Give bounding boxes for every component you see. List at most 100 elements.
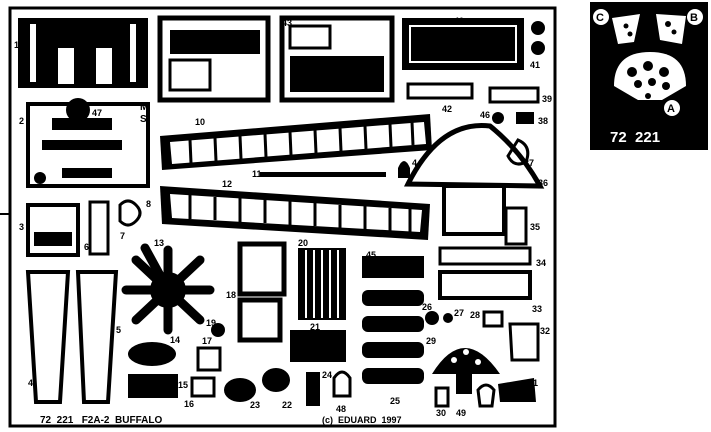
part-label-37: 37 (524, 158, 534, 168)
part-18-lower (237, 297, 283, 343)
part-label-15: 15 (178, 380, 188, 390)
callout-c: C (596, 12, 604, 24)
callout-a-circle (664, 100, 680, 116)
part-label-8: 8 (146, 199, 151, 209)
part-6 (88, 200, 110, 256)
part-label-5: 5 (116, 325, 121, 335)
part-31 (498, 378, 536, 402)
part-label-38: 38 (538, 116, 548, 126)
part-35 (504, 206, 528, 246)
part-label-32: 32 (540, 326, 550, 336)
part-label-49: 49 (456, 408, 466, 418)
part-label-2: 2 (19, 116, 24, 126)
part-1 (18, 18, 148, 88)
part-label-41: 41 (530, 60, 540, 70)
part-43 (279, 15, 395, 103)
part-label-43: 43 (282, 18, 292, 28)
part-25-strips (362, 290, 424, 384)
part-19 (211, 323, 225, 337)
part-37 (506, 138, 530, 166)
part-label-22: 22 (282, 400, 292, 410)
part-label-14: 14 (170, 335, 180, 345)
part-label-18: 18 (226, 290, 236, 300)
callout-c-circle (593, 9, 609, 25)
side-mark-m: M (140, 102, 148, 113)
part-label-48: 48 (336, 404, 346, 414)
part-45 (362, 256, 424, 278)
part-5 (75, 270, 119, 404)
part-label-25: 25 (390, 396, 400, 406)
main-fret: 1 2 3 4 5 6 7 8 9 10 11 12 13 14 15 16 1… (0, 6, 557, 428)
part-label-30: 30 (436, 408, 446, 418)
part-label-24: 24 (322, 370, 332, 380)
part-40 (402, 18, 524, 70)
part-label-42: 42 (442, 104, 452, 114)
fret-footer-title: 72 221 F2A-2 BUFFALO (40, 415, 162, 426)
part-label-28: 28 (470, 310, 480, 320)
part-4 (25, 270, 71, 404)
part-49 (476, 383, 496, 408)
part-label-1: 1 (14, 40, 19, 50)
color-part-c (612, 14, 640, 44)
fret-frame (8, 6, 557, 428)
part-label-44: 44 (412, 158, 422, 168)
part-9 (157, 15, 271, 103)
part-48 (332, 370, 352, 398)
fret-footer-copyright: (c) EDUARD 1997 (322, 415, 402, 425)
part-23 (224, 378, 256, 402)
part-15 (128, 374, 178, 398)
part-label-21: 21 (310, 322, 320, 332)
part-label-19: 19 (206, 318, 216, 328)
part-7 (118, 199, 142, 227)
color-part-b (656, 14, 686, 44)
part-label-13: 13 (154, 238, 164, 248)
part-41-b (531, 41, 545, 55)
part-label-46: 46 (480, 110, 490, 120)
color-fret: C B A 72 221 (590, 2, 708, 150)
part-32 (508, 322, 540, 362)
part-label-40: 40 (454, 16, 464, 26)
part-18-upper (237, 241, 287, 297)
part-label-10: 10 (195, 117, 205, 127)
part-label-17: 17 (202, 336, 212, 346)
part-label-4: 4 (28, 378, 33, 388)
part-12-ladder (160, 186, 430, 240)
part-label-23: 23 (250, 400, 260, 410)
part-44 (398, 161, 410, 178)
part-label-35: 35 (530, 222, 540, 232)
part-26 (425, 311, 439, 325)
part-label-27: 27 (454, 308, 464, 318)
part-label-20: 20 (298, 238, 308, 248)
part-label-3: 3 (19, 222, 24, 232)
part-label-33: 33 (532, 304, 542, 314)
part-2 (26, 102, 150, 188)
part-30 (434, 386, 450, 408)
part-33 (438, 270, 532, 300)
side-mark-s: S (140, 114, 147, 125)
part-29 (432, 348, 500, 394)
part-label-16: 16 (184, 399, 194, 409)
part-24 (306, 372, 320, 406)
part-label-47: 47 (92, 108, 102, 118)
part-20-grille (298, 248, 346, 320)
part-27 (443, 313, 453, 323)
part-label-6: 6 (84, 242, 89, 252)
part-21-grille (290, 330, 346, 362)
part-13-engine (121, 243, 215, 335)
part-label-45: 45 (366, 250, 376, 260)
part-number-labels: 1 2 3 4 5 6 7 8 9 10 11 12 13 14 15 16 1… (14, 14, 552, 418)
callout-b: B (690, 12, 698, 24)
color-part-a-panel (614, 52, 686, 100)
color-fret-title: 72 221 (610, 129, 660, 146)
callout-a: A (667, 103, 675, 115)
part-label-11: 11 (252, 169, 262, 179)
part-label-29: 29 (426, 336, 436, 346)
part-16 (190, 376, 216, 398)
part-22 (262, 368, 290, 392)
part-28 (482, 310, 504, 328)
part-label-9: 9 (158, 14, 163, 24)
part-label-7: 7 (120, 231, 125, 241)
part-46 (492, 112, 504, 124)
part-17 (196, 346, 222, 372)
